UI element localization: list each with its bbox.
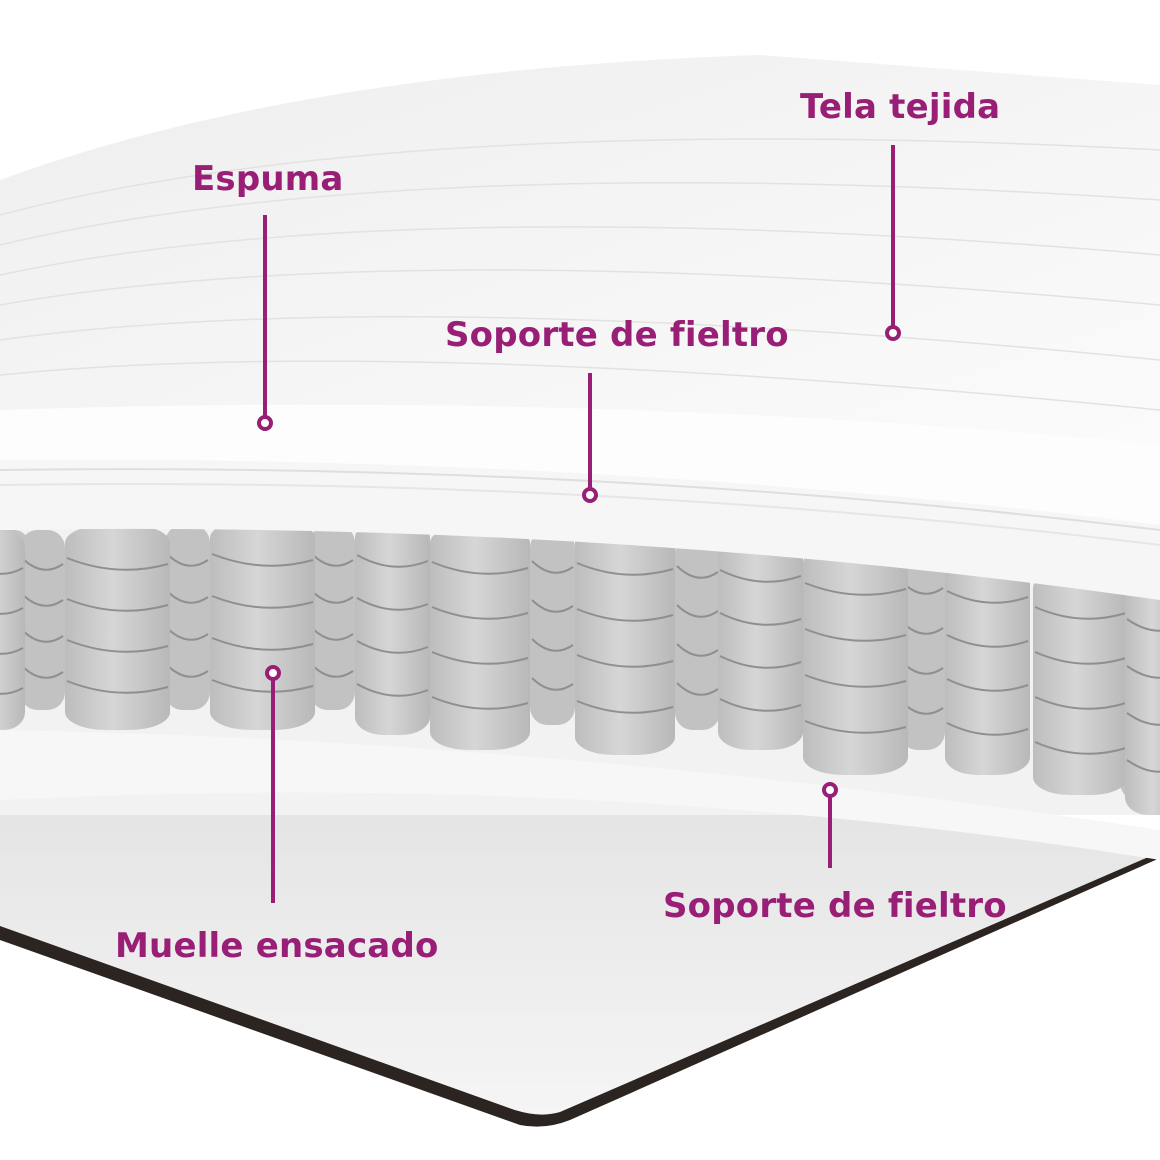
spring-coil-line bbox=[676, 604, 719, 618]
marker-felt-top bbox=[582, 487, 598, 503]
spring-pocket bbox=[1125, 580, 1160, 815]
spring-coil-line bbox=[0, 647, 24, 655]
spring-coil-line bbox=[21, 557, 64, 571]
top-fabric bbox=[0, 55, 1160, 445]
spring-coil-line bbox=[66, 598, 169, 612]
lower-felt-band bbox=[0, 730, 1160, 860]
spring-coil-line bbox=[0, 607, 24, 615]
spring-coil-line bbox=[211, 679, 314, 693]
spring-coil-line bbox=[576, 700, 674, 714]
spring-coil-line bbox=[804, 628, 907, 642]
spring-coil-line bbox=[1034, 741, 1127, 755]
spring-coil-line bbox=[431, 696, 529, 710]
mattress-base-felt bbox=[0, 786, 1160, 1115]
spring-coil-line bbox=[356, 554, 429, 568]
spring-coil-line bbox=[676, 682, 719, 696]
spring-coil-line bbox=[356, 640, 429, 654]
spring-coil-line bbox=[676, 565, 719, 579]
foam-layer bbox=[0, 401, 1160, 525]
spring-coil-line bbox=[166, 590, 209, 604]
spring-pocket bbox=[1033, 570, 1128, 795]
spring-coil-line bbox=[431, 651, 529, 665]
spring-pocket bbox=[210, 520, 315, 730]
label-felt-top: Soporte de fieltro bbox=[445, 315, 789, 355]
spring-pocket bbox=[530, 530, 575, 725]
marker-fabric bbox=[885, 325, 901, 341]
spring-coil-line bbox=[576, 654, 674, 668]
spring-pocket bbox=[20, 530, 65, 710]
spring-coil-line bbox=[0, 567, 24, 575]
spring-coil-line bbox=[576, 562, 674, 576]
spring-coil-line bbox=[66, 639, 169, 653]
spring-coil-line bbox=[311, 553, 354, 567]
spring-coil-line bbox=[311, 627, 354, 641]
spring-pocket bbox=[310, 525, 355, 710]
spring-coil-line bbox=[211, 637, 314, 651]
spring-coil-line bbox=[531, 638, 574, 652]
spring-coil-line bbox=[719, 655, 802, 669]
spring-coil-line bbox=[431, 606, 529, 620]
pocket-springs bbox=[0, 520, 1160, 815]
spring-coil-line bbox=[21, 665, 64, 679]
marker-felt-bottom bbox=[822, 782, 838, 798]
spring-coil-line bbox=[311, 664, 354, 678]
spring-coil-line bbox=[804, 720, 907, 734]
spring-coil-line bbox=[946, 678, 1029, 692]
spring-coil-line bbox=[1126, 712, 1160, 726]
spring-coil-line bbox=[66, 680, 169, 694]
spring-coil-line bbox=[211, 595, 314, 609]
spring-pocket bbox=[430, 525, 530, 750]
spring-coil-line bbox=[946, 722, 1029, 736]
spring-coil-line bbox=[531, 560, 574, 574]
spring-coil-line bbox=[804, 582, 907, 596]
spring-coil-line bbox=[356, 597, 429, 611]
spring-pocket bbox=[803, 545, 908, 775]
spring-coil-line bbox=[676, 643, 719, 657]
spring-coil-line bbox=[431, 561, 529, 575]
spring-coil-line bbox=[1034, 651, 1127, 665]
spring-coil-line bbox=[311, 590, 354, 604]
spring-pocket bbox=[675, 535, 720, 730]
spring-coil-line bbox=[0, 687, 24, 695]
spring-pocket bbox=[65, 525, 170, 730]
spring-coil-line bbox=[719, 698, 802, 712]
label-pocket-spring: Muelle ensacado bbox=[115, 926, 439, 966]
label-felt-bottom: Soporte de fieltro bbox=[663, 886, 1007, 926]
spring-pocket bbox=[165, 525, 210, 710]
spring-coil-line bbox=[211, 553, 314, 567]
spring-coil-line bbox=[1126, 665, 1160, 679]
spring-coil-line bbox=[166, 664, 209, 678]
marker-spring bbox=[265, 665, 281, 681]
spring-coil-line bbox=[804, 674, 907, 688]
spring-pocket bbox=[900, 550, 945, 750]
spring-coil-line bbox=[1126, 759, 1160, 773]
spring-pocket bbox=[718, 535, 803, 750]
spring-coil-line bbox=[946, 590, 1029, 604]
spring-coil-line bbox=[719, 612, 802, 626]
label-foam: Espuma bbox=[192, 159, 344, 199]
spring-pocket bbox=[0, 530, 25, 730]
spring-pocket bbox=[355, 520, 430, 735]
spring-coil-line bbox=[531, 599, 574, 613]
spring-coil-line bbox=[719, 569, 802, 583]
spring-pocket bbox=[945, 555, 1030, 775]
spring-coil-line bbox=[576, 608, 674, 622]
spring-coil-line bbox=[1126, 618, 1160, 632]
spring-coil-line bbox=[21, 629, 64, 643]
spring-coil-line bbox=[356, 683, 429, 697]
spring-coil-line bbox=[946, 634, 1029, 648]
spring-coil-line bbox=[166, 553, 209, 567]
marker-foam bbox=[257, 415, 273, 431]
spring-coil-line bbox=[1034, 696, 1127, 710]
spring-coil-line bbox=[531, 677, 574, 691]
spring-coil-line bbox=[166, 627, 209, 641]
spring-coil-line bbox=[21, 593, 64, 607]
label-woven-fabric: Tela tejida bbox=[800, 87, 1001, 127]
spring-coil-line bbox=[1034, 606, 1127, 620]
spring-pocket bbox=[575, 525, 675, 755]
spring-coil-line bbox=[66, 557, 169, 571]
